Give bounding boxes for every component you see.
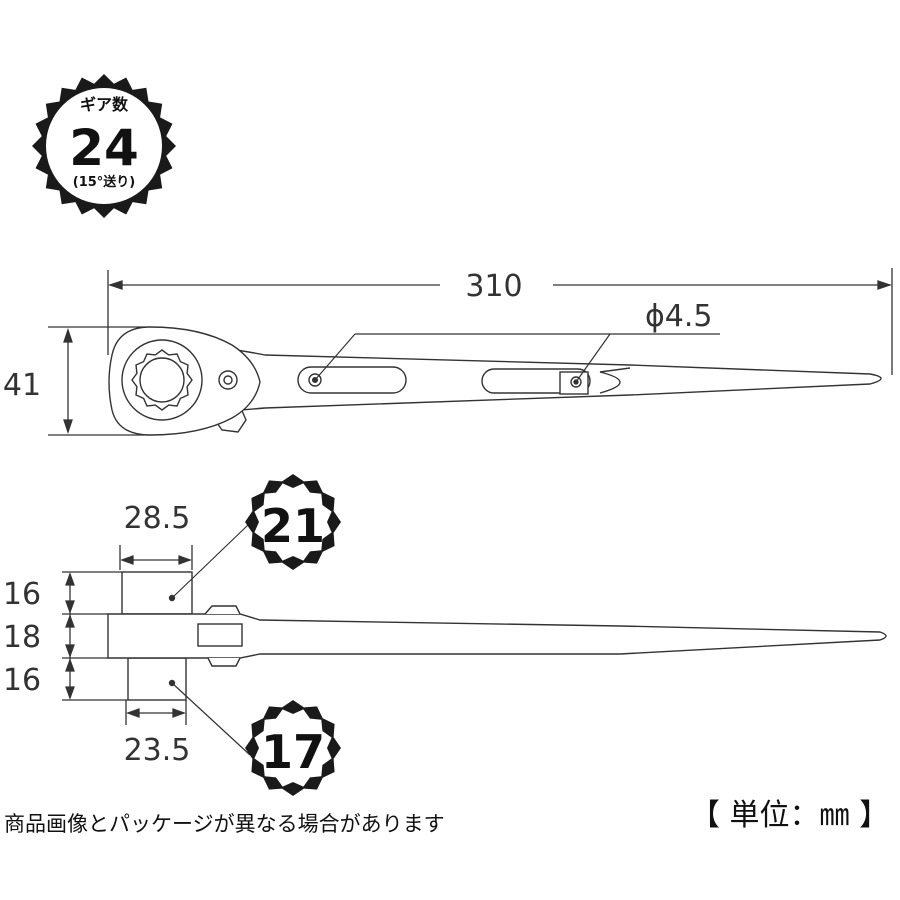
gear-count-badge: ギア数 24 (15°送り) <box>32 74 176 218</box>
socket-small-height-label: 16 <box>3 663 41 698</box>
socket-size-leaders <box>171 524 251 756</box>
dimension-head-height <box>48 326 150 436</box>
socket-large-size-label: 21 <box>261 499 325 553</box>
wrench-top-view <box>108 326 882 436</box>
dimension-side-heights <box>62 571 128 701</box>
package-disclaimer: 商品画像とパッケージが異なる場合があります <box>4 812 445 836</box>
socket-large-height-label: 16 <box>3 577 41 612</box>
socket-large-width-label: 28.5 <box>124 501 191 536</box>
dimension-overall-length <box>107 268 893 375</box>
socket-size-badge-17: 17 <box>245 700 341 796</box>
hole-diameter-label: ϕ4.5 <box>645 299 713 334</box>
gear-badge-label: ギア数 <box>80 95 129 114</box>
socket-small-size-label: 17 <box>261 725 325 779</box>
gear-badge-note: (15°送り) <box>73 174 135 190</box>
body-thickness-label: 18 <box>3 620 41 655</box>
head-height-label: 41 <box>3 368 41 403</box>
wrench-side-view <box>107 571 887 701</box>
overall-length-label: 310 <box>465 269 522 304</box>
socket-size-badge-21: 21 <box>245 474 341 570</box>
socket-small-width-label: 23.5 <box>124 733 191 768</box>
gear-badge-count: 24 <box>69 119 139 177</box>
dimension-socket-small-width <box>125 700 187 725</box>
unit-label: 【 単位：㎜ 】 <box>690 798 890 833</box>
dimension-hole-leader <box>314 333 720 383</box>
dimension-socket-large-width <box>119 545 193 570</box>
